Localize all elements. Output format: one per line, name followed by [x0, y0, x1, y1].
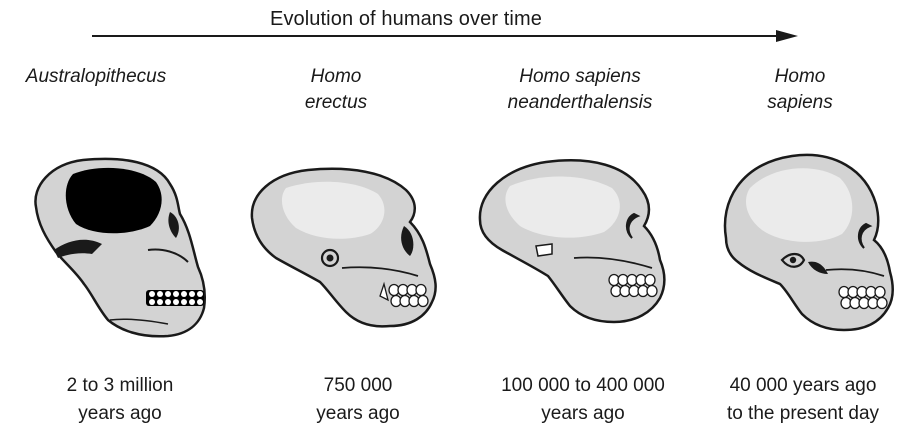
era-neanderthalensis: 100 000 to 400 000 years ago: [478, 372, 688, 428]
timeline-arrow: [0, 0, 902, 60]
era-australopithecus: 2 to 3 million years ago: [20, 372, 220, 428]
neanderthal-skull: [476, 150, 676, 340]
species-name-australopithecus: Australopithecus: [6, 64, 186, 90]
homo-erectus-skull: [246, 156, 446, 336]
species-name-homo-sapiens: Homo sapiens: [720, 64, 880, 116]
species-name-homo-erectus: Homo erectus: [256, 64, 416, 116]
species-name-neanderthalensis: Homo sapiens neanderthalensis: [480, 64, 680, 116]
era-homo-erectus: 750 000 years ago: [268, 372, 448, 428]
era-homo-sapiens: 40 000 years ago to the present day: [706, 372, 900, 428]
australopithecus-skull: [28, 152, 218, 352]
homo-sapiens-skull: [716, 148, 896, 348]
